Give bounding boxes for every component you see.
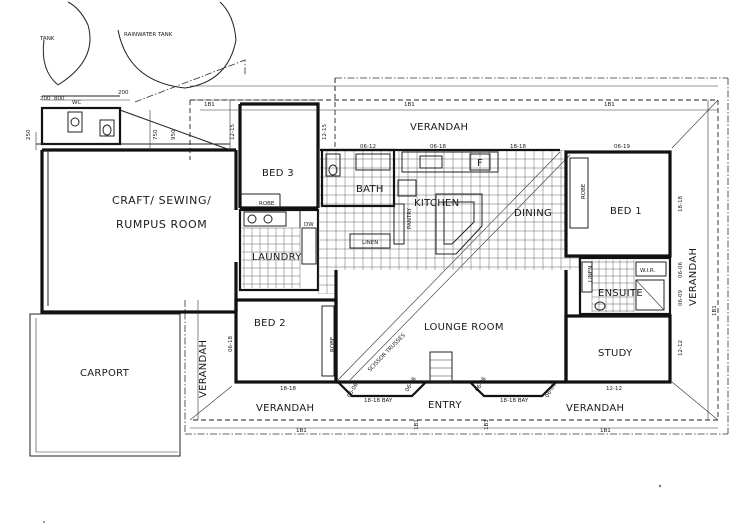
linen-kitchen-label: LINEN	[362, 240, 378, 246]
craft-room-label-1: CRAFT/ SEWING/	[112, 194, 211, 207]
dim-label: 1B1	[404, 102, 415, 108]
verandah-top-label: VERANDAH	[410, 122, 468, 133]
laundry-label: LAUNDRY	[252, 252, 302, 263]
fridge-label: F	[477, 158, 483, 169]
dim-label: 12-15	[230, 124, 236, 140]
bed1-label: BED 1	[610, 206, 642, 217]
wir-label: W.I.R.	[640, 268, 656, 274]
dim-label: 1B1	[484, 419, 490, 430]
tiled-floor	[242, 150, 635, 312]
verandah-left-label: VERANDAH	[198, 340, 209, 398]
dim-label: 200	[40, 96, 51, 102]
ensuite-label: ENSUITE	[598, 288, 643, 299]
dim-label: 06-09	[678, 290, 684, 306]
lounge-label: LOUNGE ROOM	[424, 322, 504, 333]
carport: CARPORT	[29, 313, 181, 457]
dim-label: 06-06	[475, 376, 488, 393]
verandah-lines	[189, 99, 719, 421]
entry: ENTRY	[337, 351, 557, 411]
wc-label: WC	[72, 100, 81, 106]
dim-label: 06-06	[405, 376, 418, 393]
verandah-bottom-right-label: VERANDAH	[566, 403, 624, 414]
rainwater-tank-label: RAINWATER TANK	[124, 32, 173, 38]
dim-label: 12-15	[322, 124, 328, 140]
dim-label: 800	[54, 96, 65, 102]
study: STUDY	[564, 314, 672, 384]
bed3-label: BED 3	[262, 168, 294, 179]
craft-room: CRAFT/ SEWING/ RUMPUS ROOM	[40, 148, 238, 314]
dim-label: 950	[171, 129, 177, 140]
scissor-label: SCISSOR TRUSSES	[367, 332, 407, 373]
study-label: STUDY	[598, 348, 633, 359]
dimension-lines	[35, 85, 718, 429]
robe-bed3-label: ROBE	[259, 201, 275, 207]
dw-label: DW	[304, 222, 314, 228]
laundry: DW LAUNDRY	[238, 208, 320, 292]
dim-label: 06-12	[360, 144, 376, 150]
dim-label: 06-18	[430, 144, 446, 150]
kitchen-label: KITCHEN	[414, 198, 459, 209]
dim-label: 1B1	[600, 428, 611, 434]
bed1: ROBE BED 1	[564, 150, 672, 258]
carport-label: CARPORT	[80, 368, 130, 379]
robe-bed2-label: ROBE	[330, 336, 336, 352]
dim-label: 1B1	[296, 428, 307, 434]
dim-label: 1B1	[712, 305, 718, 316]
dining-label: DINING	[514, 208, 552, 219]
tank-label: TANK	[39, 36, 55, 42]
wc-block: WC	[36, 95, 231, 151]
dim-label: 18-18 BAY	[500, 398, 529, 404]
linen-ensuite-label: LINEN	[588, 266, 594, 282]
water-tanks	[42, 1, 237, 89]
dim-label: 18-18	[280, 386, 296, 392]
dim-label: 1B1	[204, 102, 215, 108]
ensuite: LINEN W.I.R. ENSUITE	[578, 256, 672, 316]
kitchen: F KITCHEN	[320, 148, 560, 255]
verandah-right-label: VERANDAH	[688, 248, 699, 306]
pantry-label: PANTRY	[407, 207, 413, 229]
bed3: BED 3 ROBE	[238, 102, 320, 210]
dim-label: 18-18	[510, 144, 526, 150]
dim-label: 12-12	[678, 340, 684, 356]
dim-label: 1B1	[414, 419, 420, 430]
craft-room-label-2: RUMPUS ROOM	[116, 218, 207, 231]
dim-label: 18-18 BAY	[364, 398, 393, 404]
dim-label: 06-18	[228, 336, 234, 352]
verandah-bottom-left-label: VERANDAH	[256, 403, 314, 414]
roof-outline	[134, 59, 729, 435]
dim-label: 250	[26, 129, 32, 140]
lounge-room: LOUNGE ROOM SCISSOR TRUSSES	[334, 270, 568, 384]
bed2-label: BED 2	[254, 318, 286, 329]
dim-label: 06-06	[678, 262, 684, 278]
dim-label: 750	[153, 129, 159, 140]
dim-label: 1B1	[604, 102, 615, 108]
verandah-labels: VERANDAH VERANDAH VERANDAH VERANDAH VERA…	[39, 32, 699, 414]
bath-label: BATH	[356, 184, 384, 195]
bed2: ROBE BED 2	[234, 298, 338, 384]
entry-label: ENTRY	[428, 400, 462, 411]
bath: BATH LINEN PANTRY	[320, 148, 413, 249]
speck-mark	[43, 521, 45, 523]
dim-label: 200	[118, 90, 129, 96]
dining: DINING	[514, 208, 552, 219]
speck-mark	[658, 484, 662, 488]
dim-label: 18-18	[678, 196, 684, 212]
robe-bed1-label: ROBE	[581, 183, 587, 199]
dim-label: 06-19	[614, 144, 630, 150]
dim-label: 12-12	[606, 386, 622, 392]
